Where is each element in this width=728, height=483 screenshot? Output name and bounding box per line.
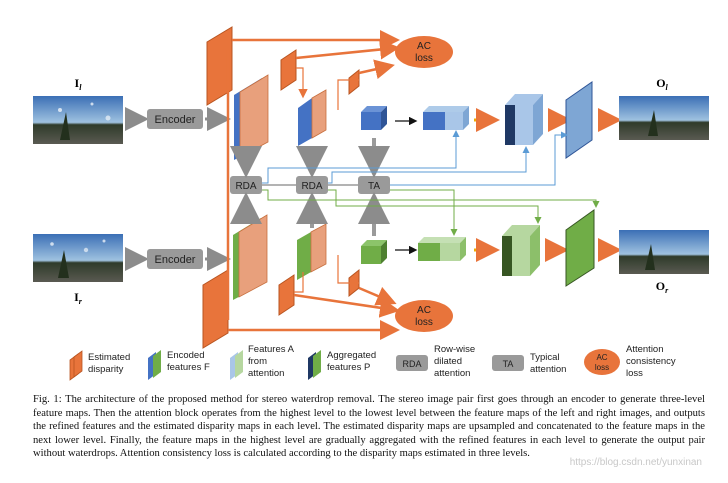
svg-text:Typical: Typical xyxy=(530,352,560,363)
svg-text:dilated: dilated xyxy=(434,356,462,367)
svg-text:Row-wise: Row-wise xyxy=(434,344,475,355)
encoded-features-right-level2 xyxy=(297,223,327,280)
figure-caption: Fig. 1: The architecture of the proposed… xyxy=(33,394,705,460)
legend-estimated-disparity: Estimated disparity xyxy=(69,350,130,381)
svg-text:Encoder: Encoder xyxy=(155,114,196,126)
legend-aggregated-features: Aggregated features P xyxy=(308,350,376,380)
svg-text:loss: loss xyxy=(415,53,433,64)
legend-encoded-features: Encoded features F xyxy=(148,350,210,380)
watermark-url: https://blog.csdn.net/yunxinan xyxy=(569,457,702,468)
encoder-right: Encoder xyxy=(147,249,203,269)
svg-text:disparity: disparity xyxy=(88,364,124,375)
svg-text:Attention: Attention xyxy=(626,344,664,355)
rda-block-2: RDA xyxy=(296,176,328,194)
legend: Estimated disparity Encoded features F F… xyxy=(69,344,676,381)
input-right-label: Ir xyxy=(74,290,83,306)
aggregated-features-right-level1 xyxy=(565,209,595,287)
input-image-right xyxy=(33,234,123,282)
encoded-features-left-level3 xyxy=(361,106,387,130)
aggregated-features-right-level2 xyxy=(502,225,540,276)
legend-features-attention: Features A from attention xyxy=(230,344,295,380)
svg-text:RDA: RDA xyxy=(402,359,421,369)
svg-text:Encoder: Encoder xyxy=(155,254,196,266)
output-right-label: Or xyxy=(656,279,669,295)
legend-ac-loss: AC loss Attention consistency loss xyxy=(584,344,676,379)
legend-ta: TA Typical attention xyxy=(492,352,566,375)
svg-text:attention: attention xyxy=(248,368,284,379)
svg-text:from: from xyxy=(248,356,267,367)
svg-text:TA: TA xyxy=(368,181,380,192)
ta-block: TA xyxy=(358,176,390,194)
svg-text:AC: AC xyxy=(596,353,607,362)
ac-loss-top: AC loss xyxy=(395,36,453,68)
svg-text:Features A: Features A xyxy=(248,344,295,355)
svg-text:features P: features P xyxy=(327,362,370,373)
svg-text:consistency: consistency xyxy=(626,356,676,367)
svg-text:loss: loss xyxy=(595,363,609,372)
disparity-map-top-2 xyxy=(280,49,297,91)
encoded-features-right-level1 xyxy=(233,214,268,300)
svg-text:features F: features F xyxy=(167,362,210,373)
svg-text:Estimated: Estimated xyxy=(88,352,130,363)
encoded-features-right-level3 xyxy=(361,240,387,264)
rda-block-1: RDA xyxy=(230,176,262,194)
svg-text:Aggregated: Aggregated xyxy=(327,350,376,361)
features-a-left-level3 xyxy=(423,106,469,130)
svg-text:AC: AC xyxy=(417,41,431,52)
svg-text:AC: AC xyxy=(417,305,431,316)
disparity-map-bottom-2 xyxy=(278,274,295,316)
svg-text:RDA: RDA xyxy=(235,181,256,192)
svg-text:Encoded: Encoded xyxy=(167,350,205,361)
aggregated-features-left-level1 xyxy=(565,81,593,159)
svg-text:attention: attention xyxy=(530,364,566,375)
input-left-label: Il xyxy=(75,76,83,92)
svg-text:TA: TA xyxy=(503,359,514,369)
architecture-diagram: Il Ir Encoder Encoder AC loss AC loss xyxy=(33,26,709,381)
ac-loss-bottom: AC loss xyxy=(395,300,453,332)
aggregated-features-left-level2 xyxy=(505,94,543,145)
encoded-features-left-level1 xyxy=(234,74,269,160)
output-left-label: Ol xyxy=(656,76,668,92)
legend-rda: RDA Row-wise dilated attention xyxy=(396,344,475,379)
features-a-right-level3 xyxy=(418,237,466,261)
disparity-map-top-3 xyxy=(348,68,360,96)
disparity-map-bottom-1 xyxy=(202,269,229,349)
svg-text:loss: loss xyxy=(626,368,643,379)
svg-text:RDA: RDA xyxy=(301,181,322,192)
encoded-features-left-level2 xyxy=(298,89,327,146)
svg-text:attention: attention xyxy=(434,368,470,379)
encoder-left: Encoder xyxy=(147,109,203,129)
output-image-left xyxy=(619,96,709,140)
output-image-right xyxy=(619,230,709,274)
disparity-map-top-1 xyxy=(206,26,233,106)
input-image-left xyxy=(33,96,123,144)
svg-text:loss: loss xyxy=(415,317,433,328)
